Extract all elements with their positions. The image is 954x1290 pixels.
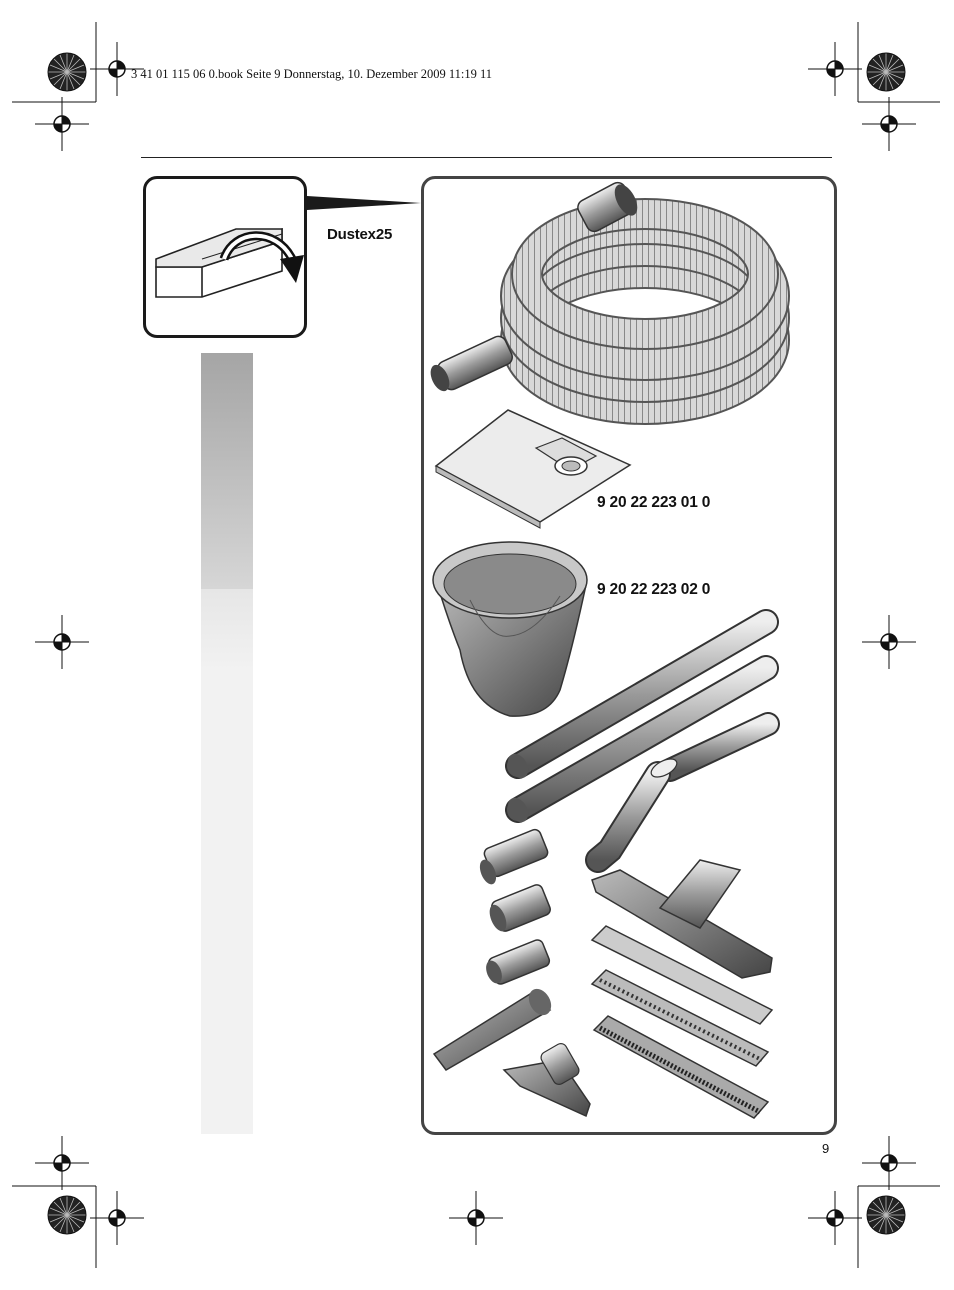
filter-cartridge-part-number: 9 20 22 223 02 0 — [597, 581, 711, 598]
registration-mark-icon — [34, 41, 917, 1246]
filter-bag-part-number: 9 20 22 223 01 0 — [597, 494, 711, 511]
fold-out-callout — [143, 176, 307, 338]
print-header-info: 3 41 01 115 06 0.book Seite 9 Donnerstag… — [131, 67, 493, 81]
crevice-nozzle-illustration — [432, 988, 552, 1071]
upholstery-nozzle-illustration — [502, 1043, 591, 1118]
side-tab-light — [201, 589, 253, 1134]
nozzle-inserts-illustration — [590, 925, 774, 1119]
header-rule — [141, 157, 832, 158]
page-number: 9 — [822, 1141, 830, 1156]
radial-star-target-icon — [47, 52, 906, 1235]
side-tab-dark — [201, 353, 253, 589]
floor-nozzle-illustration — [591, 859, 773, 979]
adapters-illustration — [479, 828, 551, 985]
fold-out-arrow-icon — [155, 227, 304, 298]
model-name: Dustex25 — [327, 226, 393, 243]
filter-bag-illustration — [434, 409, 632, 529]
hose-illustration — [430, 181, 790, 425]
extension-tubes-illustration — [505, 609, 779, 823]
filter-cartridge-illustration — [432, 541, 588, 717]
handle-illustration — [585, 712, 780, 873]
